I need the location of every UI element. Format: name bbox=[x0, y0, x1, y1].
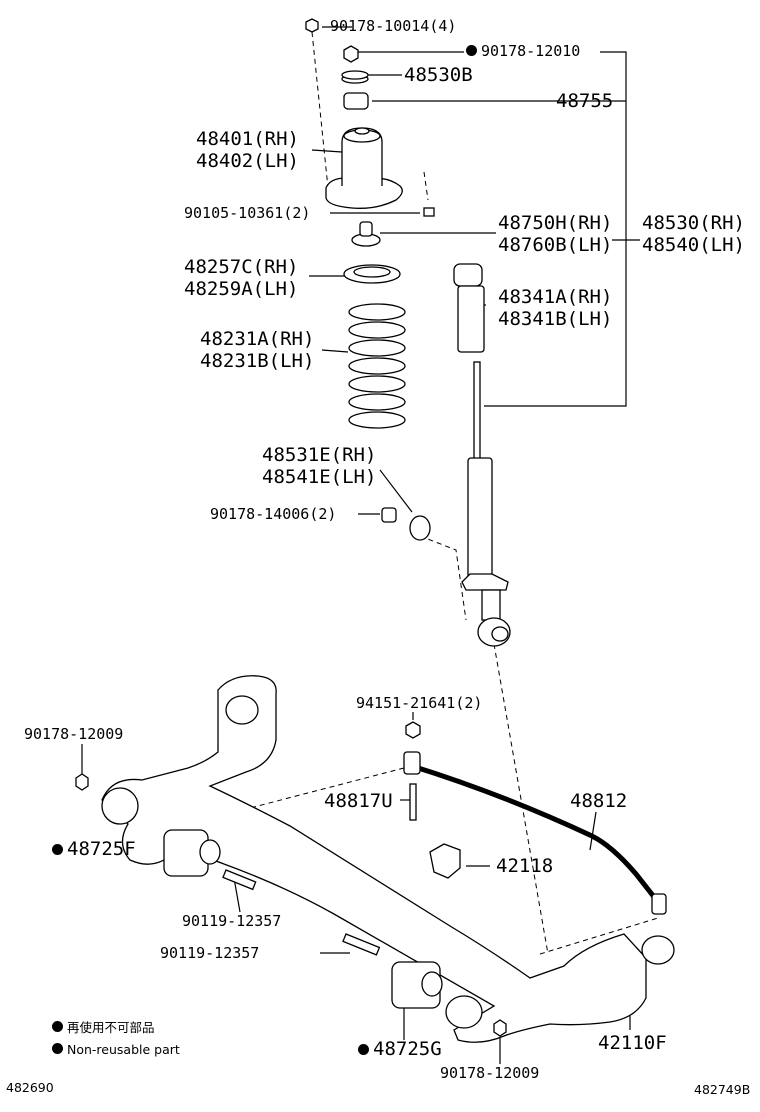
label-boot-rh: 48341A(RH) bbox=[498, 286, 613, 308]
label-bushing-rh: 48531E(RH) bbox=[262, 444, 377, 466]
label-nut-link: 94151-21641(2) bbox=[356, 694, 483, 712]
non-reusable-marker-icon bbox=[358, 1044, 369, 1055]
label-nut-bottom: 90178-12009 bbox=[440, 1064, 540, 1082]
label-nut-left: 90178-12009 bbox=[24, 725, 124, 743]
label-bolt-a: 90119-12357 bbox=[182, 912, 282, 930]
label-insulator-lh: 48760B(LH) bbox=[498, 234, 613, 256]
label-boot-lh: 48341B(LH) bbox=[498, 308, 613, 330]
label-nut-top-4: 90178-10014(4) bbox=[330, 17, 457, 35]
label-bracket: 42118 bbox=[496, 855, 554, 877]
non-reusable-marker-icon bbox=[466, 45, 477, 56]
label-bush-left-text: 48725F bbox=[67, 838, 136, 860]
label-nut-top-text: 90178-12010 bbox=[481, 42, 581, 60]
label-support-rh: 48401(RH) bbox=[196, 128, 299, 150]
label-link-bolt: 48817U bbox=[324, 790, 393, 812]
label-spring-insulator-rh: 48257C(RH) bbox=[184, 256, 299, 278]
label-bush-right: 48725G bbox=[358, 1040, 442, 1059]
legend-ja: 再使用不可部品 bbox=[52, 1021, 155, 1035]
label-spring-insulator-lh: 48259A(LH) bbox=[184, 278, 299, 300]
non-reusable-marker-icon bbox=[52, 1021, 63, 1032]
label-stabilizer: 48812 bbox=[570, 790, 628, 812]
legend-en-text: Non-reusable part bbox=[67, 1042, 180, 1057]
label-insulator-upper: 48530B bbox=[404, 64, 473, 86]
code-left: 482690 bbox=[6, 1080, 54, 1095]
label-nut-top: 90178-12010 bbox=[466, 44, 580, 59]
legend-en: Non-reusable part bbox=[52, 1043, 180, 1057]
label-bump-cushion: 48755 bbox=[556, 90, 614, 112]
label-bush-left: 48725F bbox=[52, 840, 136, 859]
label-spring-lh: 48231B(LH) bbox=[200, 350, 315, 372]
code-right: 482749B bbox=[694, 1082, 751, 1097]
label-beam: 42110F bbox=[598, 1032, 667, 1054]
label-absorber-lh: 48540(LH) bbox=[642, 234, 745, 256]
legend-ja-text: 再使用不可部品 bbox=[67, 1020, 155, 1035]
label-spring-rh: 48231A(RH) bbox=[200, 328, 315, 350]
non-reusable-marker-icon bbox=[52, 844, 63, 855]
label-nut-bushing: 90178-14006(2) bbox=[210, 505, 337, 523]
label-absorber-rh: 48530(RH) bbox=[642, 212, 745, 234]
label-bushing-lh: 48541E(LH) bbox=[262, 466, 377, 488]
label-support-lh: 48402(LH) bbox=[196, 150, 299, 172]
non-reusable-marker-icon bbox=[52, 1043, 63, 1054]
label-insulator-rh: 48750H(RH) bbox=[498, 212, 613, 234]
label-bolt-b: 90119-12357 bbox=[160, 944, 260, 962]
label-bush-right-text: 48725G bbox=[373, 1038, 442, 1060]
label-bolt-support: 90105-10361(2) bbox=[184, 204, 311, 222]
